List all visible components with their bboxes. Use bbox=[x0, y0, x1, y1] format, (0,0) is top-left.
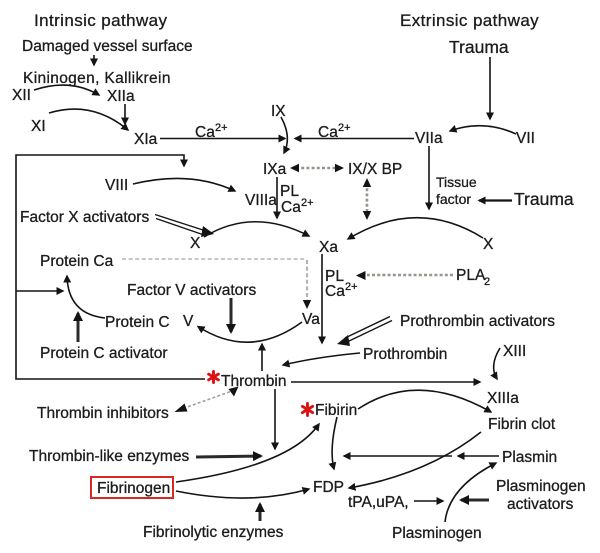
svg-text:PL: PL bbox=[325, 268, 344, 285]
svg-text:2+: 2+ bbox=[301, 197, 314, 209]
svg-text:Plasminogen: Plasminogen bbox=[496, 478, 586, 495]
svg-text:tPA,uPA,: tPA,uPA, bbox=[348, 494, 409, 511]
svg-text:V: V bbox=[183, 313, 194, 330]
svg-text:VIIIa: VIIIa bbox=[245, 192, 277, 209]
svg-text:Thrombin-like enzymes: Thrombin-like enzymes bbox=[29, 448, 189, 465]
svg-text:Factor V activators: Factor V activators bbox=[127, 282, 256, 299]
svg-text:Prothrombin: Prothrombin bbox=[363, 346, 447, 363]
svg-text:Protein C: Protein C bbox=[105, 314, 170, 331]
svg-text:Thrombin: Thrombin bbox=[221, 373, 286, 390]
svg-text:VII: VII bbox=[516, 130, 535, 147]
svg-text:IXa: IXa bbox=[263, 161, 287, 178]
svg-text:Protein C activator: Protein C activator bbox=[40, 345, 168, 362]
svg-text:Extrinsic pathway: Extrinsic pathway bbox=[400, 11, 539, 30]
svg-text:XIIIa: XIIIa bbox=[487, 390, 519, 407]
svg-text:PLA: PLA bbox=[456, 267, 486, 284]
svg-text:Ca: Ca bbox=[195, 124, 215, 141]
svg-text:Plasmin: Plasmin bbox=[502, 449, 557, 466]
svg-text:Va: Va bbox=[302, 311, 320, 328]
svg-text:Intrinsic pathway: Intrinsic pathway bbox=[34, 11, 168, 30]
svg-text:2: 2 bbox=[484, 276, 490, 288]
svg-text:Xa: Xa bbox=[319, 239, 338, 256]
svg-text:Protein Ca: Protein Ca bbox=[40, 253, 114, 270]
svg-text:VIIa: VIIa bbox=[415, 130, 443, 147]
svg-text:Kininogen, Kallikrein: Kininogen, Kallikrein bbox=[23, 70, 171, 87]
svg-text:PL: PL bbox=[280, 183, 299, 200]
svg-text:XIIa: XIIa bbox=[107, 88, 135, 105]
svg-text:Trauma: Trauma bbox=[514, 189, 574, 209]
svg-text:Fibrin clot: Fibrin clot bbox=[488, 416, 556, 433]
svg-text:X: X bbox=[483, 236, 494, 253]
svg-text:Factor X activators: Factor X activators bbox=[20, 209, 149, 226]
svg-text:Ca: Ca bbox=[325, 283, 345, 300]
svg-text:2+: 2+ bbox=[345, 281, 358, 293]
svg-text:XI: XI bbox=[31, 118, 46, 135]
svg-text:2+: 2+ bbox=[215, 122, 228, 134]
svg-text:VIII: VIII bbox=[105, 177, 128, 194]
svg-text:factor: factor bbox=[436, 191, 471, 207]
svg-text:Thrombin inhibitors: Thrombin inhibitors bbox=[37, 405, 169, 422]
svg-text:X: X bbox=[190, 235, 201, 252]
svg-text:Damaged vessel surface: Damaged vessel surface bbox=[22, 38, 193, 55]
svg-text:Plasminogen: Plasminogen bbox=[392, 525, 482, 542]
svg-text:FDP: FDP bbox=[313, 479, 344, 496]
svg-text:Ca: Ca bbox=[281, 199, 301, 216]
svg-text:Prothrombin activators: Prothrombin activators bbox=[400, 313, 555, 330]
svg-text:IX: IX bbox=[271, 103, 286, 120]
svg-text:Fibrinolytic enzymes: Fibrinolytic enzymes bbox=[143, 524, 284, 541]
svg-text:Fibirin: Fibirin bbox=[315, 402, 357, 419]
svg-text:Trauma: Trauma bbox=[449, 37, 509, 57]
svg-text:Fibrinogen: Fibrinogen bbox=[97, 480, 170, 497]
svg-text:IX/X BP: IX/X BP bbox=[348, 161, 402, 178]
svg-text:XII: XII bbox=[12, 87, 31, 104]
svg-text:activators: activators bbox=[507, 496, 574, 513]
svg-text:Ca: Ca bbox=[318, 124, 338, 141]
svg-text:XIII: XIII bbox=[503, 343, 526, 360]
svg-text:Tissue: Tissue bbox=[436, 174, 477, 190]
svg-text:XIa: XIa bbox=[134, 131, 158, 148]
svg-text:2+: 2+ bbox=[338, 122, 351, 134]
